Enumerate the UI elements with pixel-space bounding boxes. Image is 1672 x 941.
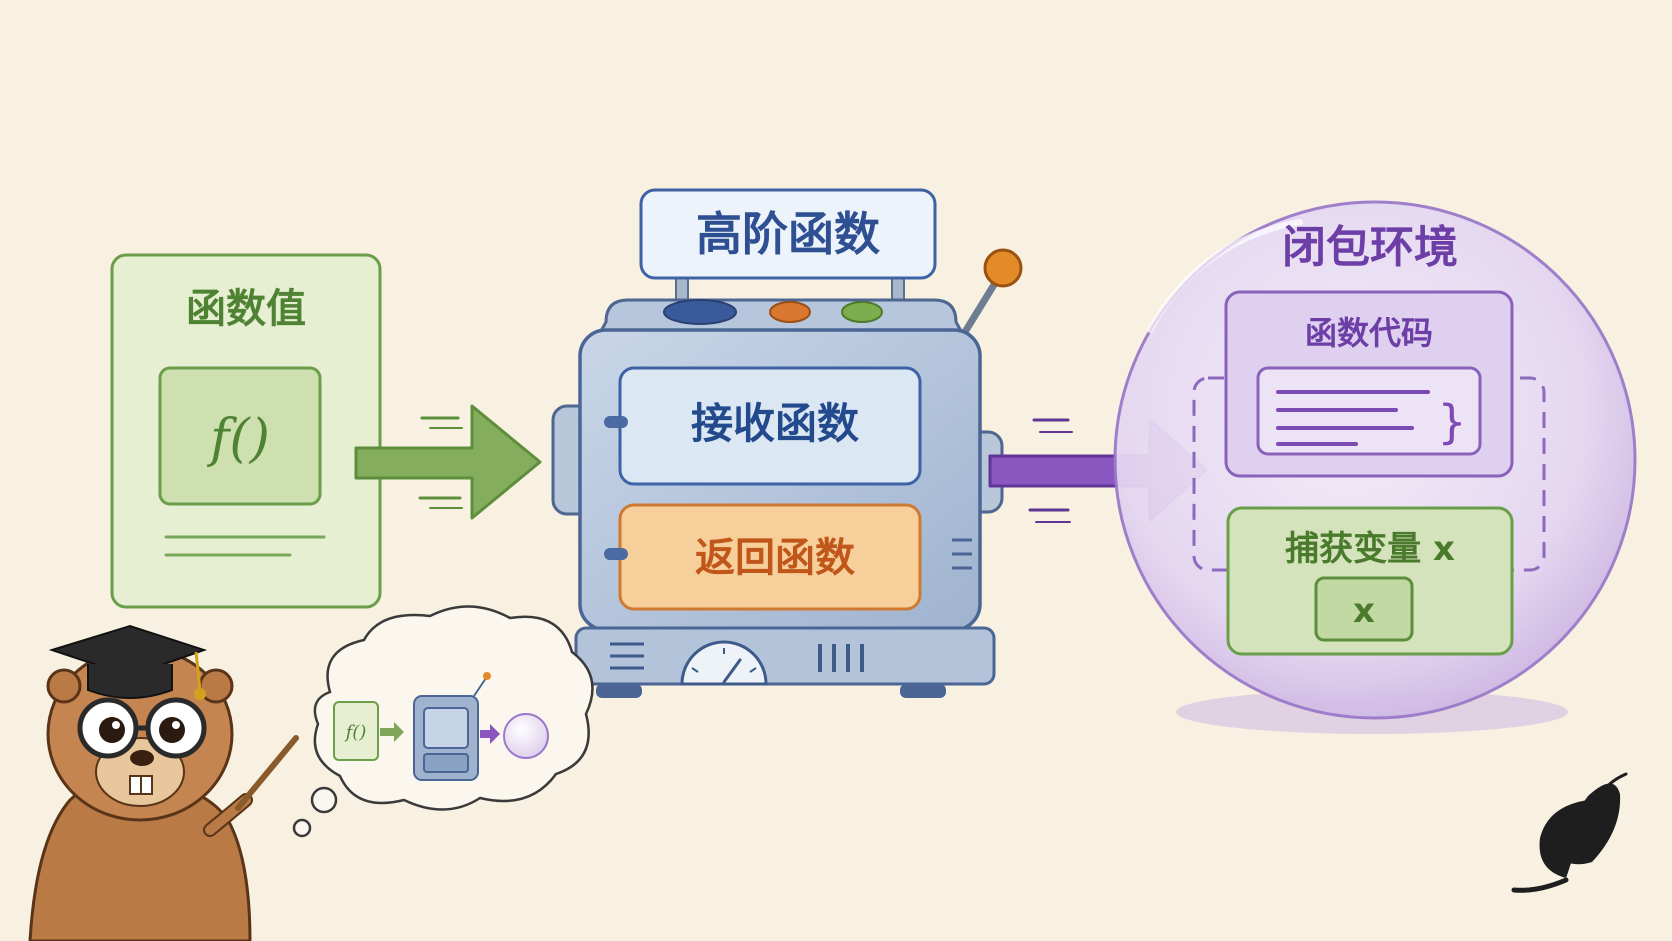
- lever-icon: [956, 248, 1023, 344]
- gauge-icon: [680, 640, 768, 686]
- captured-variable-title: 捕获变量 x: [1285, 529, 1455, 569]
- beaver-teacher-mascot: [28, 624, 299, 941]
- captured-variable-value: x: [1353, 591, 1375, 631]
- closure-environment-bubble: 闭包环境 函数代码 } 捕获变量 x x: [1113, 200, 1637, 734]
- function-value-title: 函数值: [186, 286, 306, 332]
- graduation-cap-icon: [48, 624, 208, 700]
- butterfly-logo-icon: [1511, 772, 1628, 893]
- machine-sign: [639, 188, 937, 280]
- thought-bubble: f(): [292, 605, 594, 838]
- function-code-brace: }: [1437, 395, 1466, 449]
- function-value-card: 函数值 f(): [110, 253, 382, 609]
- closure-title: 闭包环境: [1282, 222, 1458, 273]
- input-arrow: [354, 404, 542, 520]
- function-code-text: f(): [206, 409, 270, 469]
- thought-code-text: f(): [344, 722, 367, 743]
- function-code-title: 函数代码: [1305, 314, 1433, 352]
- return-function-label: 返回函数: [695, 535, 855, 581]
- machine-sign-label: 高阶函数: [696, 207, 880, 261]
- receive-function-label: 接收函数: [691, 399, 859, 448]
- higher-order-function-machine: 高阶函数 接收函数 返回函数: [551, 188, 1023, 698]
